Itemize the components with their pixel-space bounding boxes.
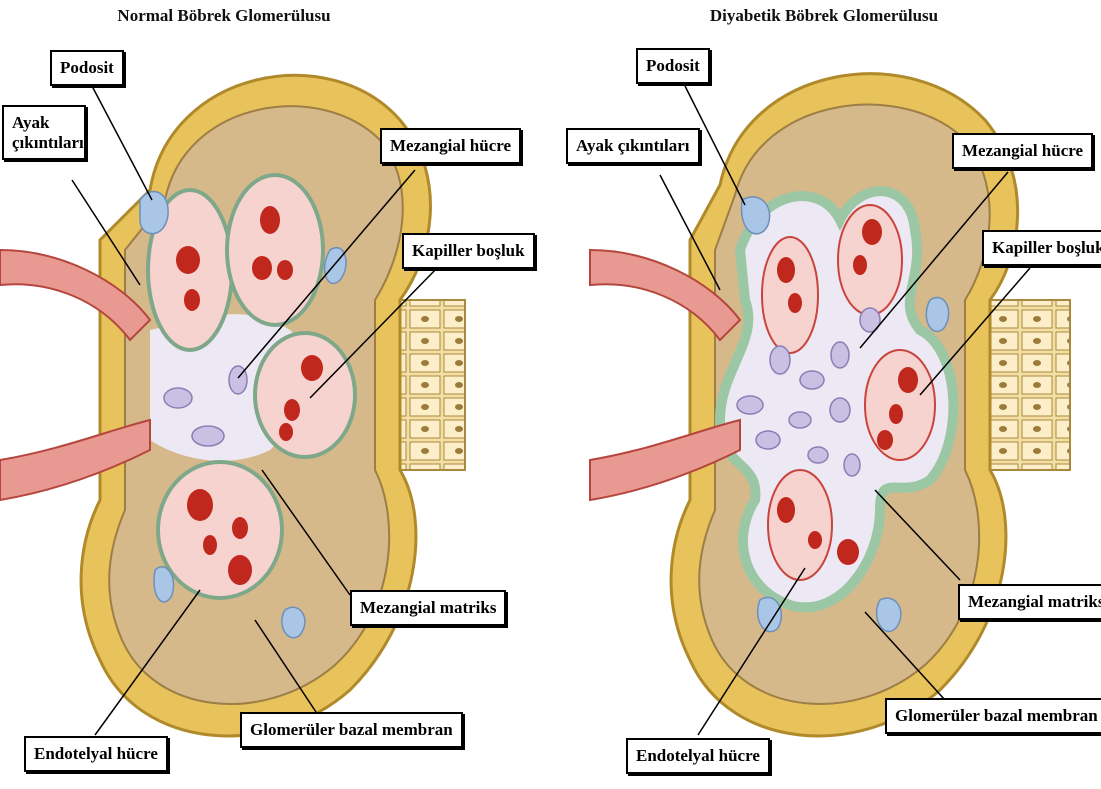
label-kapiller-bosluk: Kapiller boşluk [402, 233, 535, 269]
capillary-loop [255, 333, 355, 457]
capillary-loop [158, 462, 282, 598]
red-blood-cell [176, 246, 200, 274]
red-blood-cell [228, 555, 252, 585]
podocyte-cell [926, 297, 948, 331]
red-blood-cell [889, 404, 903, 424]
red-blood-cell [284, 399, 300, 421]
podocyte-cell [877, 598, 901, 631]
label-podosit: Podosit [50, 50, 124, 86]
podocyte-cell [758, 597, 782, 631]
red-blood-cell [788, 293, 802, 313]
red-blood-cell [808, 531, 822, 549]
mesangial-cell [192, 426, 224, 446]
label-ayak-cikintilari: Ayak çıkıntıları [566, 128, 700, 164]
red-blood-cell [184, 289, 200, 311]
diabetic-glomerulus-drawing [590, 74, 1070, 736]
mesangial-cell [808, 447, 828, 463]
capillary-loop [768, 470, 832, 580]
red-blood-cell [252, 256, 272, 280]
red-blood-cell [232, 517, 248, 539]
mesangial-cell [844, 454, 860, 476]
mesangial-cell [770, 346, 790, 374]
red-blood-cell [853, 255, 867, 275]
red-blood-cell [898, 367, 918, 393]
normal-glomerulus-drawing [0, 75, 465, 736]
diabetic-panel-title: Diyabetik Böbrek Glomerülusu [710, 6, 938, 26]
label-podosit: Podosit [636, 48, 710, 84]
label-ayak-cikintilari: Ayak çıkıntıları [2, 105, 86, 160]
label-mezangial-hucre: Mezangial hücre [380, 128, 521, 164]
red-blood-cell [260, 206, 280, 234]
leader-line [92, 86, 152, 200]
red-blood-cell [187, 489, 213, 521]
capillary-loop [227, 175, 323, 325]
mesangial-cell [737, 396, 763, 414]
label-kapiller-bosluk: Kapiller boşluk [982, 230, 1101, 266]
proximal-tubule [990, 300, 1070, 470]
red-blood-cell [777, 257, 795, 283]
label-endotelyal-hucre: Endotelyal hücre [24, 736, 168, 772]
label-mezangial-matriks: Mezangial matriks [958, 584, 1101, 620]
red-blood-cell [203, 535, 217, 555]
label-glomeruler-bazal-membran: Glomerüler bazal membran [240, 712, 463, 748]
red-blood-cell [837, 539, 859, 565]
podocyte-cell [282, 607, 305, 637]
mesangial-cell [756, 431, 780, 449]
capillary-loop [762, 237, 818, 353]
capillary-loop [865, 350, 935, 460]
red-blood-cell [877, 430, 893, 450]
label-glomeruler-bazal-membran: Glomerüler bazal membran [885, 698, 1101, 734]
mesangial-cell [800, 371, 824, 389]
podocyte-cell [154, 567, 174, 602]
podocyte-cell [140, 192, 168, 234]
red-blood-cell [862, 219, 882, 245]
red-blood-cell [277, 260, 293, 280]
red-blood-cell [301, 355, 323, 381]
normal-panel-title: Normal Böbrek Glomerülusu [117, 6, 330, 26]
mesangial-cell [830, 398, 850, 422]
mesangial-cell [831, 342, 849, 368]
red-blood-cell [279, 423, 293, 441]
label-endotelyal-hucre: Endotelyal hücre [626, 738, 770, 774]
label-mezangial-hucre: Mezangial hücre [952, 133, 1093, 169]
mesangial-cell [164, 388, 192, 408]
red-blood-cell [777, 497, 795, 523]
mesangial-cell [789, 412, 811, 428]
label-mezangial-matriks: Mezangial matriks [350, 590, 506, 626]
